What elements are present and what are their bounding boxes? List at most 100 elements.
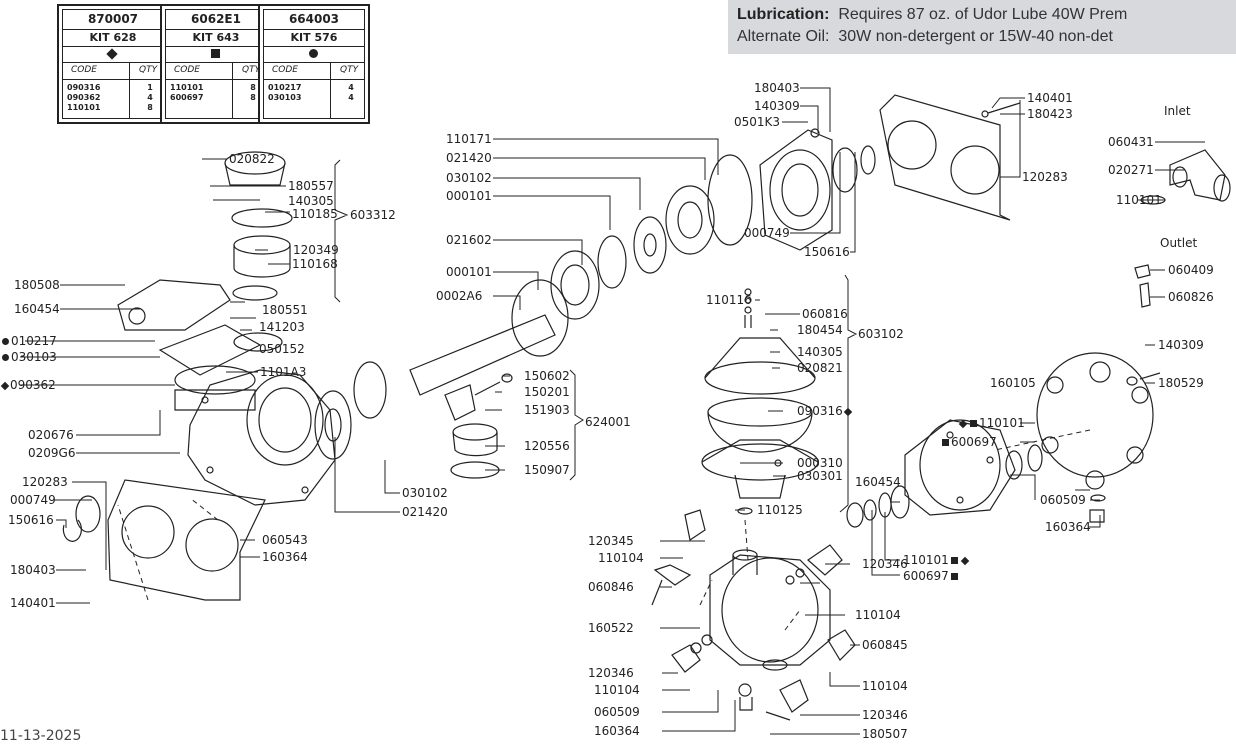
outlet-label: Outlet — [1160, 236, 1198, 250]
part-label: 000310 — [797, 456, 843, 470]
part-label: 180423 — [1027, 107, 1073, 121]
kit-name: KIT 628 — [63, 29, 163, 47]
kit-qtys: 8 8 — [240, 83, 266, 103]
part-label: 0209G6 — [28, 446, 76, 460]
kit-part-number: 870007 — [63, 10, 163, 30]
alternate-oil-text: 30W non-detergent or 15W-40 non-det — [838, 28, 1113, 45]
part-label: 150616 — [804, 245, 850, 259]
kit-box-1: 870007 KIT 628 CODE QTY 090316 090362 11… — [57, 4, 169, 124]
manifold-right — [1036, 352, 1161, 523]
kit-box-2: 6062E1 KIT 643 CODE QTY 110101 600697 8 … — [160, 4, 272, 124]
part-label: 120349 — [293, 243, 339, 257]
kit-qty: 8 — [250, 93, 256, 102]
kit-code: 110101 — [67, 103, 101, 112]
part-label: 1101A3 — [260, 365, 307, 379]
part-label: 180403 — [754, 81, 800, 95]
kit-code: 600697 — [170, 93, 204, 102]
part-label: 030301 — [797, 469, 843, 483]
part-label: 0002A6 — [436, 289, 483, 303]
kit-qtys: 4 4 — [338, 83, 364, 103]
valve-chamber — [846, 419, 1043, 528]
part-label: 160364 — [1045, 520, 1091, 534]
inlet-outlet-fittings — [1134, 149, 1231, 308]
kit-name: KIT 576 — [264, 29, 364, 47]
diaphragm-stack — [701, 288, 819, 515]
code-header: CODE — [71, 65, 97, 75]
part-label: 060826 — [1168, 290, 1214, 304]
part-label: 140305 — [797, 345, 843, 359]
kit-symbol — [166, 46, 266, 63]
qty-header: QTY — [242, 65, 261, 75]
part-label: 000749 — [10, 493, 56, 507]
part-label: 110104 — [594, 683, 640, 697]
part-label: 600697 — [903, 569, 960, 583]
connecting-rod — [444, 373, 513, 479]
part-label: 000749 — [744, 226, 790, 240]
part-label: 110101 — [958, 416, 1025, 430]
part-label: 060816 — [802, 307, 848, 321]
part-label: 021420 — [402, 505, 448, 519]
part-label: 110168 — [292, 257, 338, 271]
lubrication-label: Lubrication — [737, 6, 825, 23]
part-label: 060846 — [588, 580, 634, 594]
kit-part-number: 6062E1 — [166, 10, 266, 30]
kit-qty: 4 — [348, 83, 354, 92]
part-label: 110104 — [855, 608, 901, 622]
kit-name: KIT 643 — [166, 29, 266, 47]
part-label: 160364 — [594, 724, 640, 738]
part-label: 110125 — [757, 503, 803, 517]
code-header: CODE — [174, 65, 200, 75]
kit-codes: 110101 600697 — [170, 83, 203, 103]
part-label: 120283 — [22, 475, 68, 489]
oil-reservoir — [117, 279, 231, 331]
kit-code: 090362 — [67, 93, 101, 102]
qty-header: QTY — [139, 65, 158, 75]
part-label: 160364 — [262, 550, 308, 564]
part-label: 110101 — [903, 553, 970, 567]
bearing-housing — [759, 128, 876, 251]
part-label: 110116 — [706, 293, 752, 307]
part-label: 020676 — [28, 428, 74, 442]
part-label: 021420 — [446, 151, 492, 165]
part-label: 180508 — [14, 278, 60, 292]
part-label: 110171 — [446, 132, 492, 146]
part-label: 060543 — [262, 533, 308, 547]
part-label: 140401 — [10, 596, 56, 610]
part-label: 160105 — [990, 376, 1036, 390]
part-label: 140305 — [288, 194, 334, 208]
crankshaft-assembly — [314, 154, 753, 460]
part-label: 160454 — [14, 302, 60, 316]
code-header: CODE — [272, 65, 298, 75]
kit-codes: 010217 030103 — [268, 83, 301, 103]
part-label: 060431 — [1108, 135, 1154, 149]
lubrication-line: Lubrication: Requires 87 oz. of Udor Lub… — [737, 6, 1128, 23]
part-label: 180403 — [10, 563, 56, 577]
part-label: 021602 — [446, 233, 492, 247]
part-label: 000101 — [446, 265, 492, 279]
part-label: 110101 — [1116, 193, 1162, 207]
part-label: 603102 — [858, 327, 904, 341]
part-label: 020271 — [1108, 163, 1154, 177]
diamond-icon — [106, 48, 118, 60]
part-label: 150201 — [524, 385, 570, 399]
kit-part-number: 664003 — [264, 10, 364, 30]
lower-manifold — [651, 509, 856, 721]
kit-table-header: CODE QTY — [63, 62, 163, 80]
part-label: 160522 — [588, 621, 634, 635]
kit-table-header: CODE QTY — [166, 62, 266, 80]
inlet-label: Inlet — [1164, 104, 1191, 118]
part-label: 050152 — [259, 342, 305, 356]
part-label: 060845 — [862, 638, 908, 652]
pump-body-left — [158, 324, 336, 506]
kit-code: 010217 — [268, 83, 302, 92]
kit-qty: 8 — [147, 103, 153, 112]
kit-qty: 8 — [250, 83, 256, 92]
part-label: 000101 — [446, 189, 492, 203]
part-label: 110104 — [862, 679, 908, 693]
qty-header: QTY — [340, 65, 359, 75]
kit-qty: 1 — [147, 83, 153, 92]
part-label: 030103 — [0, 350, 57, 364]
alternate-oil-label: Alternate Oil: — [737, 28, 830, 45]
kit-qty: 4 — [147, 93, 153, 102]
